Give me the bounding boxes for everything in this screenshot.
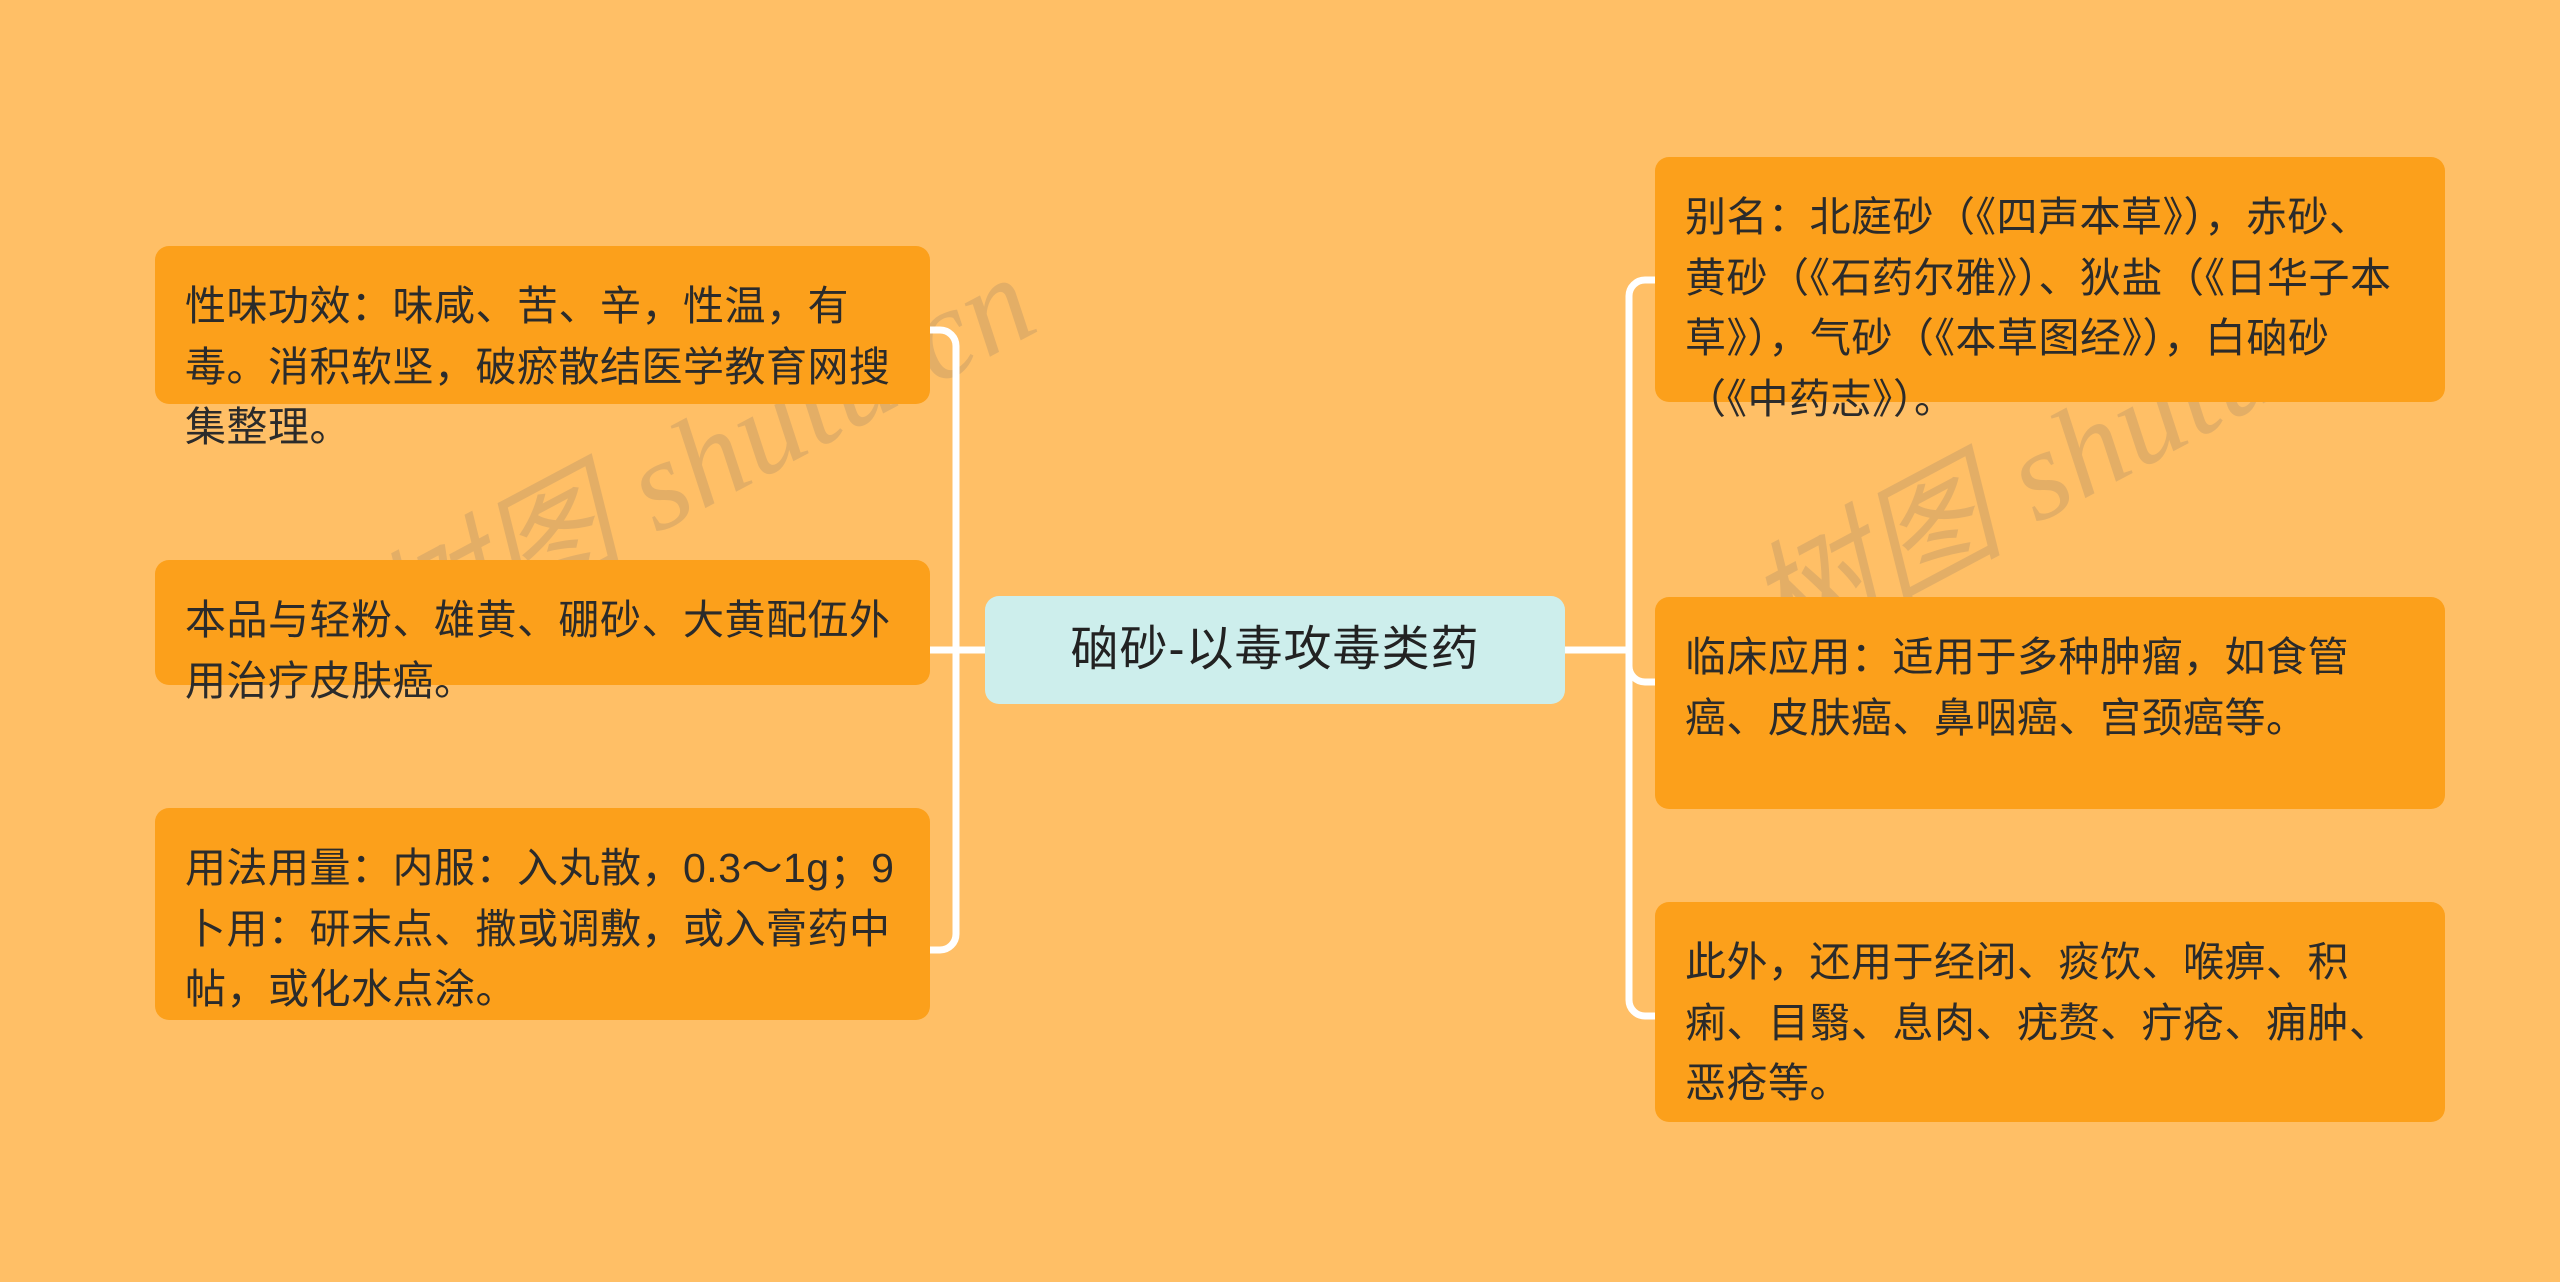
branch-node-left-2[interactable]: 用法用量：内服：入丸散，0.3～1g；9卜用：研末点、撒或调敷，或入膏药中帖，或… [155, 808, 930, 1020]
connector-right-spine [1625, 276, 1659, 1020]
branch-node-right-0-text: 别名：北庭砂（《四声本草》），赤砂、黄砂（《石药尔雅》）、狄盐（《日华子本草》）… [1685, 194, 2392, 423]
branch-node-left-1-text: 本品与轻粉、雄黄、硼砂、大黄配伍外用治疗皮肤癌。 [185, 597, 891, 704]
branch-node-left-0-text: 性味功效：味咸、苦、辛，性温，有毒。消积软坚，破瘀散结医学教育网搜集整理。 [185, 283, 891, 451]
root-node[interactable]: 硇砂-以毒攻毒类药 [985, 596, 1565, 704]
branch-node-left-0[interactable]: 性味功效：味咸、苦、辛，性温，有毒。消积软坚，破瘀散结医学教育网搜集整理。 [155, 246, 930, 450]
connector-left-spine [926, 326, 960, 954]
branch-node-right-1[interactable]: 临床应用：适用于多种肿瘤，如食管癌、皮肤癌、鼻咽癌、宫颈癌等。 [1655, 597, 2445, 809]
root-node-label: 硇砂-以毒攻毒类药 [1070, 623, 1480, 677]
branch-node-left-2-text: 用法用量：内服：入丸散，0.3～1g；9卜用：研末点、撒或调敷，或入膏药中帖，或… [185, 845, 895, 1013]
branch-node-left-1[interactable]: 本品与轻粉、雄黄、硼砂、大黄配伍外用治疗皮肤癌。 [155, 560, 930, 704]
branch-node-right-1-text: 临床应用：适用于多种肿瘤，如食管癌、皮肤癌、鼻咽癌、宫颈癌等。 [1685, 634, 2349, 741]
branch-node-right-2-text: 此外，还用于经闭、痰饮、喉痹、积痢、目翳、息肉、疣赘、疔疮、痈肿、恶疮等。 [1685, 939, 2391, 1107]
branch-node-right-2[interactable]: 此外，还用于经闭、痰饮、喉痹、积痢、目翳、息肉、疣赘、疔疮、痈肿、恶疮等。 [1655, 902, 2445, 1122]
connector-right-mid [1625, 662, 1659, 686]
branch-node-right-0[interactable]: 别名：北庭砂（《四声本草》），赤砂、黄砂（《石药尔雅》）、狄盐（《日华子本草》）… [1655, 157, 2445, 422]
